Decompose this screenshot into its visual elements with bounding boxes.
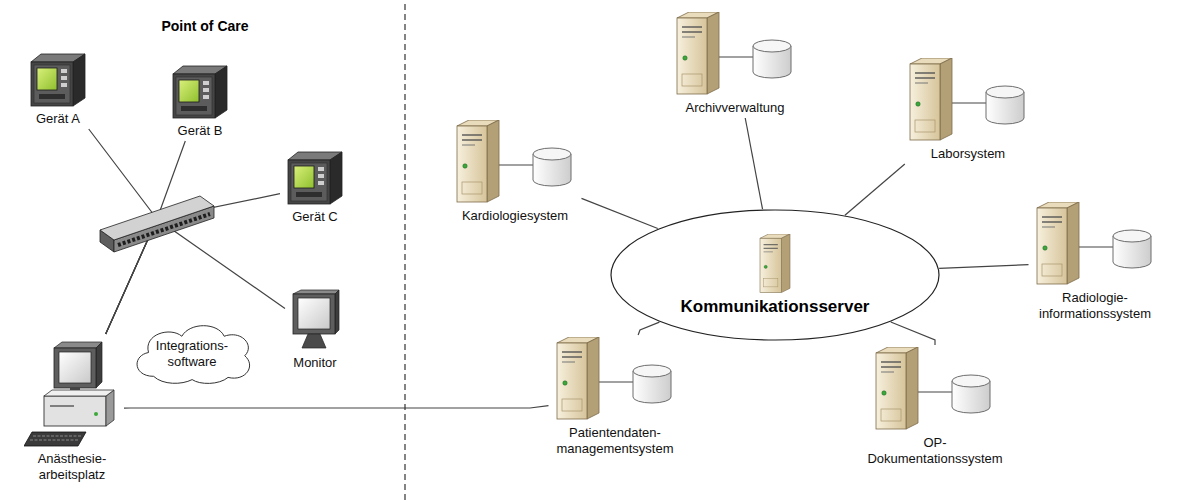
network-connector <box>124 406 549 409</box>
node-label: Kommunikationsserver <box>681 297 870 317</box>
srvdb-icon <box>453 120 578 205</box>
network-connector <box>582 198 658 228</box>
server-node: Kardiologiesystem <box>449 118 582 226</box>
node-label: Radiologie- informationssystem <box>1039 290 1151 322</box>
node-label: Gerät B <box>178 123 223 139</box>
device-node: Gerät A <box>23 48 93 129</box>
server-node: OP- Dokumentationssystem <box>863 345 1006 469</box>
srvdb-icon <box>553 337 678 422</box>
srvdb-icon <box>673 12 798 97</box>
pc-icon <box>24 336 120 448</box>
server-node: Laborsystem <box>902 56 1035 164</box>
device-node: Gerät C <box>280 146 350 227</box>
network-connector <box>745 118 762 209</box>
node-label: Patientendaten- managementsystem <box>556 425 673 457</box>
node-label: Laborsystem <box>931 146 1005 162</box>
srvdb-icon <box>906 58 1031 143</box>
network-connector <box>845 164 905 215</box>
workstation-node: Anästhesie- arbeitsplatz <box>20 334 124 485</box>
dev-icon <box>27 50 89 108</box>
software-cloud: Integrations- software <box>128 320 256 385</box>
mon-icon <box>289 288 341 352</box>
node-label: Integrations- software <box>156 338 228 370</box>
server-node: Archivverwaltung <box>669 10 802 118</box>
network-connector <box>106 194 280 334</box>
node-label: Gerät C <box>292 209 338 225</box>
node-label: Kardiologiesystem <box>462 208 568 224</box>
dev-icon <box>169 62 231 120</box>
node-label: Gerät A <box>36 111 80 127</box>
server-node: Patientendaten- managementsystem <box>549 335 682 459</box>
srvdb-icon <box>872 347 997 432</box>
device-node: Gerät B <box>165 60 235 141</box>
network-connector <box>638 322 659 335</box>
node-label: Anästhesie- arbeitsplatz <box>38 451 107 483</box>
monitor-node: Monitor <box>285 286 345 373</box>
dev-icon <box>284 148 346 206</box>
network-connector <box>891 322 935 345</box>
network-switch <box>100 196 214 252</box>
communication-server: Kommunikationsserver <box>610 209 940 341</box>
divider-line <box>404 4 405 501</box>
region-heading: Point of Care <box>161 18 248 34</box>
node-label: Archivverwaltung <box>686 100 785 116</box>
srvdb-icon <box>1033 202 1158 287</box>
node-label: OP- Dokumentationssystem <box>867 435 1002 467</box>
server-node: Radiologie- informationssystem <box>1029 200 1162 324</box>
server-icon <box>757 234 793 294</box>
node-label: Monitor <box>293 355 336 371</box>
network-connector <box>939 265 1028 269</box>
